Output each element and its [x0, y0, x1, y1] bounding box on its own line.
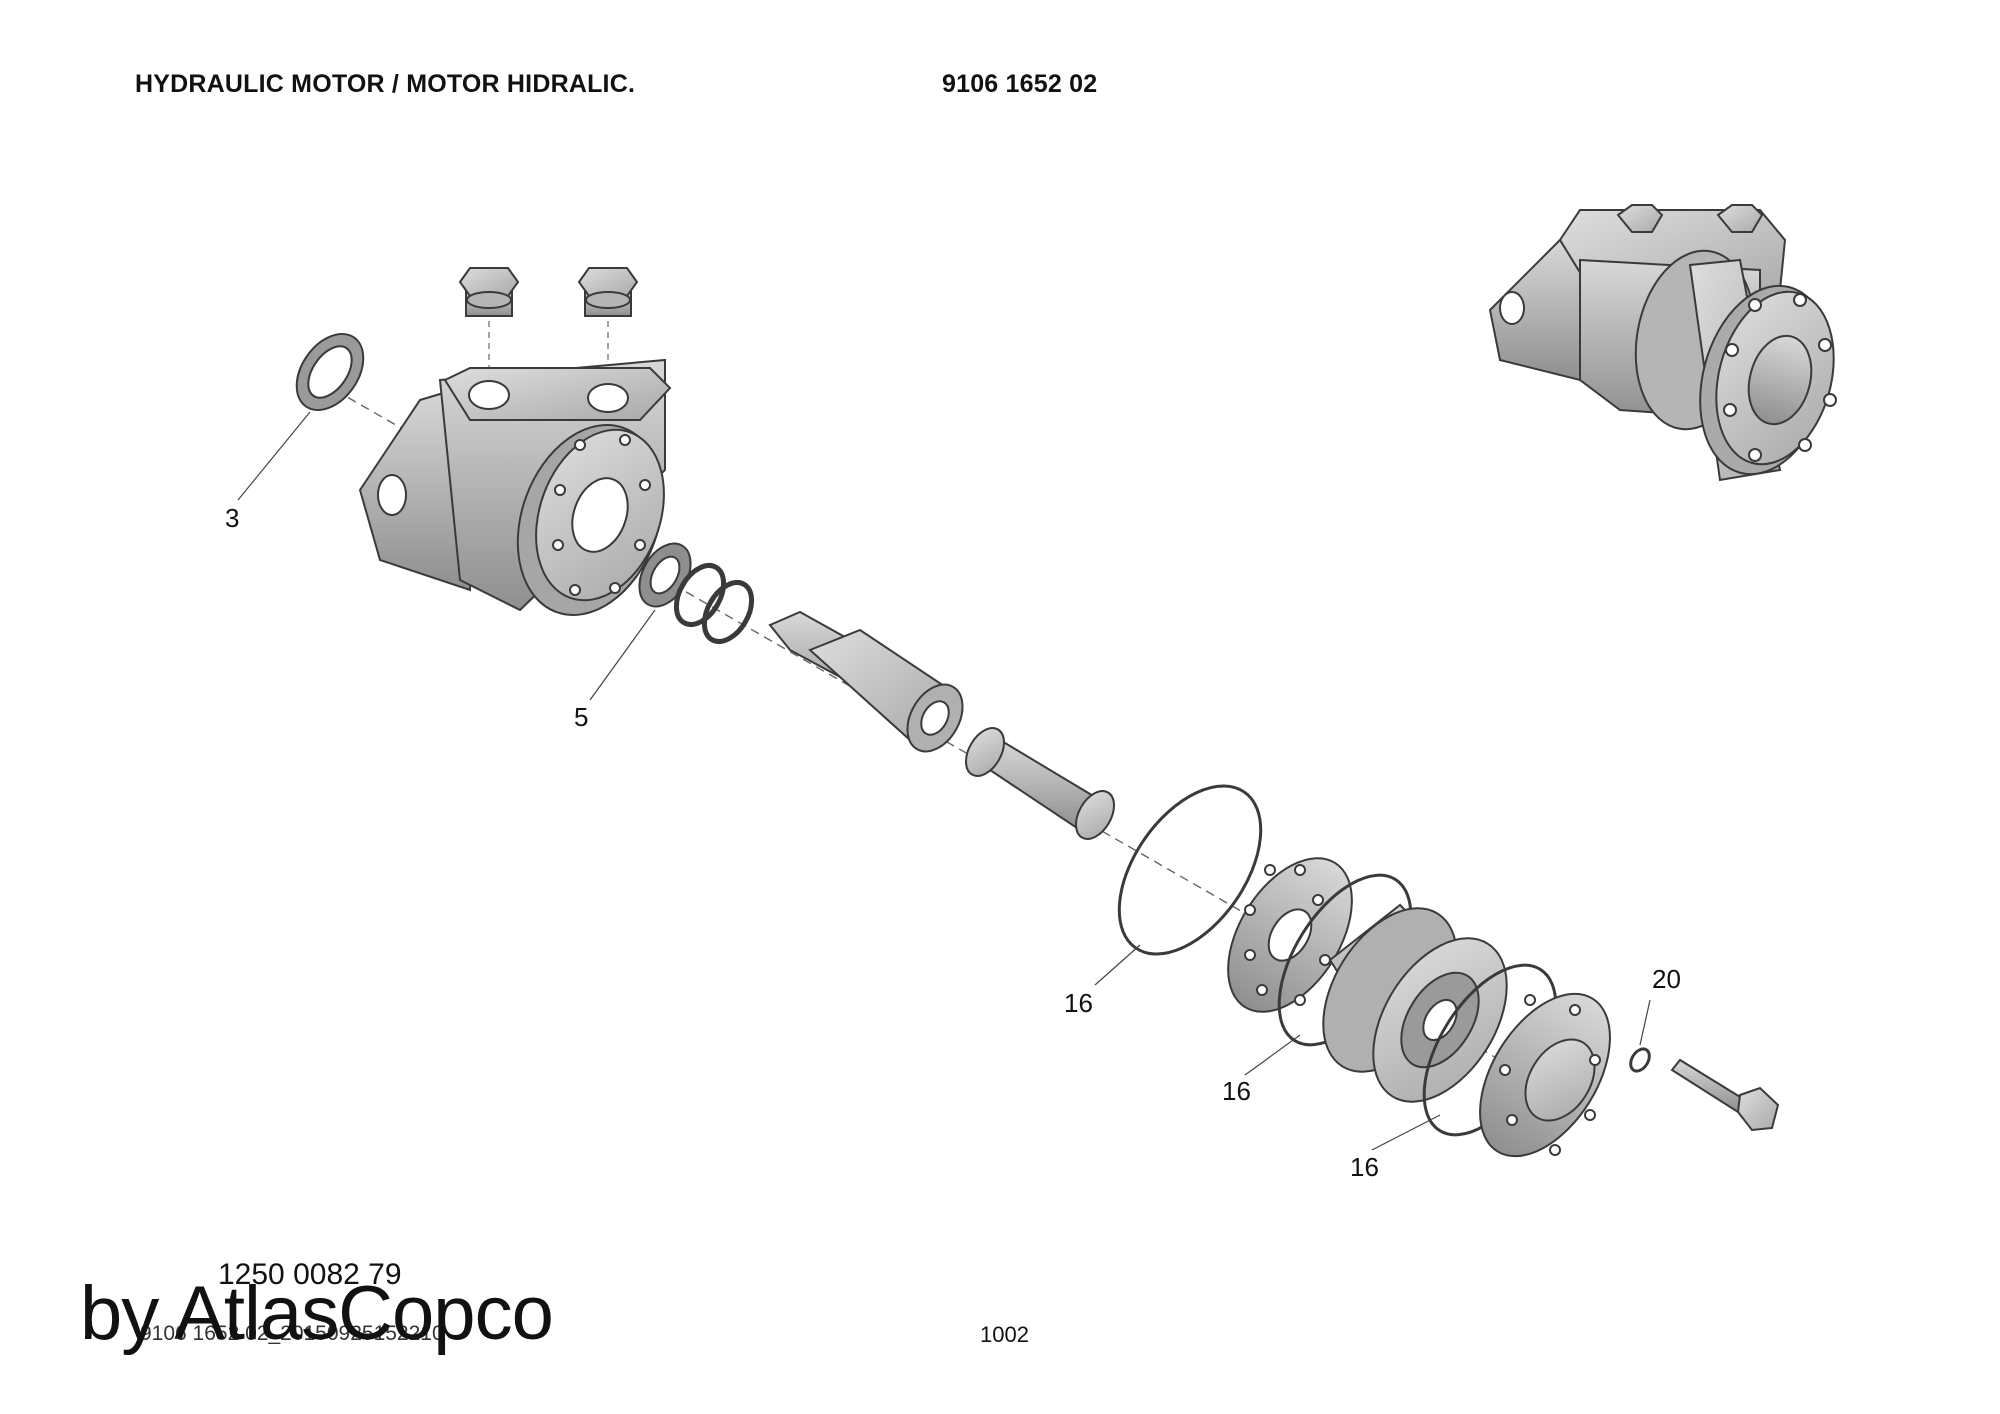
page-number: 1002 — [980, 1322, 1029, 1347]
callout-16-a: 16 — [1064, 988, 1093, 1018]
cardan-shaft — [965, 727, 1115, 840]
callout-5: 5 — [574, 702, 588, 732]
leader-lines — [237, 411, 1651, 1151]
assembled-motor-view — [1488, 204, 1837, 482]
end-cover — [1479, 992, 1611, 1158]
motor-housing — [358, 358, 672, 616]
washer-20 — [1629, 1047, 1651, 1073]
output-shaft — [768, 610, 964, 753]
o-ring-16-a — [1117, 784, 1263, 956]
brand-watermark: by AtlasCopco — [80, 1271, 554, 1356]
callout-20: 20 — [1652, 964, 1681, 994]
reference-number: 1250 0082 79 — [218, 1258, 402, 1291]
bolt — [1670, 1058, 1780, 1132]
distributor-plate — [1227, 857, 1353, 1013]
part-number: 9106 1652 02 — [942, 70, 1098, 98]
file-name: 9106 1652 02_20150925152210 — [140, 1322, 444, 1345]
seal-ring-3 — [295, 333, 365, 411]
callout-3: 3 — [225, 503, 239, 533]
callout-16-b: 16 — [1222, 1076, 1251, 1106]
gerotor-set — [1322, 903, 1508, 1103]
callout-16-c: 16 — [1350, 1152, 1379, 1182]
plug-2 — [577, 267, 639, 317]
page-title: HYDRAULIC MOTOR / MOTOR HIDRALIC. — [135, 70, 636, 98]
plug-1 — [458, 267, 520, 317]
